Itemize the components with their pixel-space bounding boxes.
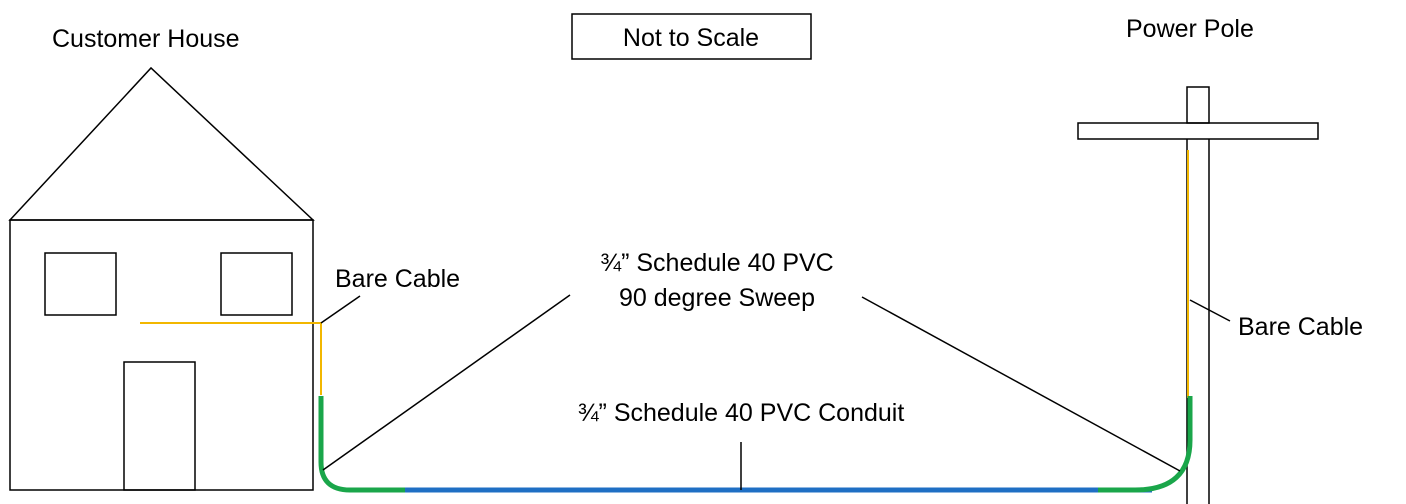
house-window-right [220,252,293,316]
bare-cable-pole-label: Bare Cable [1238,313,1363,341]
bare-cable-house-line [140,322,322,395]
house-window-left [44,252,117,316]
leader-bare-cable-pole [1189,299,1231,322]
not-to-scale-label: Not to Scale [623,24,759,52]
house-body [9,219,314,491]
customer-house-label: Customer House [52,25,240,53]
pole-crossarm [1077,122,1319,140]
sweep-house [318,396,405,493]
bare-cable-house-label: Bare Cable [335,265,460,293]
leader-bare-cable-house [320,295,361,324]
conduit-label: ¾” Schedule 40 PVC Conduit [578,399,905,427]
not-to-scale-box [571,13,812,60]
sweep-label-line1: ¾” Schedule 40 PVC [600,249,833,277]
house-roof [8,66,315,221]
leader-sweep-left [322,294,571,471]
sweep-label-line2: 90 degree Sweep [619,284,815,312]
power-pole-label: Power Pole [1126,15,1254,43]
customer-house [8,66,315,491]
power-pole [1077,86,1319,504]
sweep-pole [1098,396,1193,493]
leader-sweep-right [861,296,1181,472]
house-door [123,361,196,491]
pole-top [1186,86,1210,124]
